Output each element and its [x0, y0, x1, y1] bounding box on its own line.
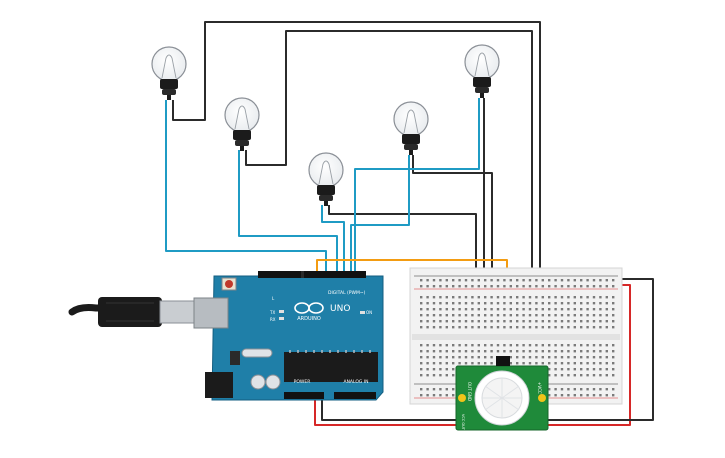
bulb-4	[393, 101, 429, 156]
bulb-5	[464, 44, 500, 99]
led-on-label: ON	[366, 310, 372, 315]
arduino-logo	[294, 302, 324, 314]
power-label: POWER	[294, 379, 311, 385]
led-l-label: L	[272, 296, 275, 301]
wire-black-gnd	[321, 278, 654, 421]
pir-sensor: OUT GND +VCC VCC OUT GND	[455, 356, 549, 439]
led-rx-label: RX	[270, 317, 276, 322]
wire-red-5v	[314, 284, 631, 426]
breadboard	[409, 267, 623, 405]
wire-blue-bulb5	[354, 98, 480, 272]
wire-black-bulb4	[412, 155, 493, 276]
pir-label-bottom: VCC OUT GND	[461, 414, 465, 439]
arduino-model: UNO	[330, 304, 350, 314]
bulb-3	[308, 152, 344, 207]
pir-label-left: OUT GND	[467, 382, 472, 401]
wire-black-bulb3	[328, 205, 477, 276]
wire-black-bulb1	[172, 21, 541, 276]
analog-label: ANALOG IN	[343, 379, 368, 385]
wire-blue-bulb1	[165, 100, 327, 272]
led-tx-label: TX	[269, 310, 275, 315]
bulb-1	[151, 46, 187, 101]
wire-blue-bulb3	[321, 205, 345, 272]
bulb-2	[224, 97, 260, 152]
breadboard-holes	[420, 279, 615, 397]
usb-cable	[68, 297, 195, 327]
pir-label-right: +VCC	[537, 382, 542, 394]
wire-black-bulb2	[245, 30, 533, 276]
digital-header-label: DIGITAL (PWM~)	[328, 290, 366, 296]
arduino-brand: ARDUINO	[297, 316, 321, 322]
arduino-board: ARDUINO UNO DIGITAL (PWM~) POWER ANALOG …	[193, 271, 384, 401]
wire-blue-bulb2	[238, 150, 338, 272]
wire-blue-bulb4	[350, 155, 410, 272]
